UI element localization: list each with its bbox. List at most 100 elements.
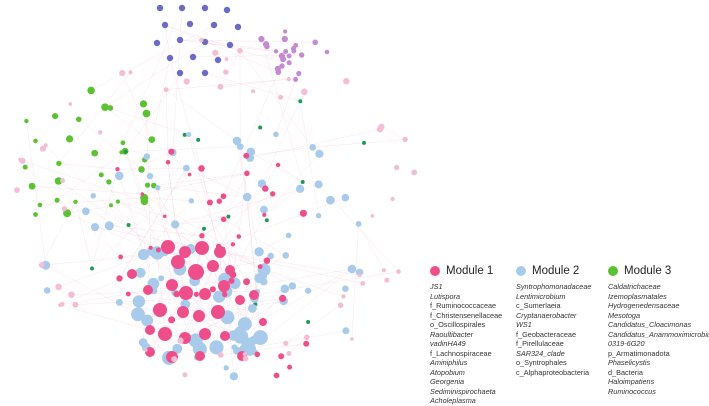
taxon-item: Mesotoga — [608, 311, 708, 321]
dark-green-node — [306, 320, 310, 324]
module-1-node — [161, 240, 175, 254]
peripheral-node — [223, 69, 228, 74]
co-occurrence-network — [0, 0, 430, 404]
taxon-item: Candidatus_Cloacimonas — [608, 320, 708, 330]
peripheral-node — [390, 197, 394, 201]
module-2-node — [356, 221, 362, 227]
module-1-node — [217, 199, 222, 204]
module-3-node — [138, 166, 145, 173]
module-1-node — [211, 305, 225, 319]
peripheral-node — [72, 302, 78, 308]
module-3-node — [38, 203, 43, 208]
violet-module-node — [282, 36, 288, 42]
peripheral-node — [384, 278, 389, 283]
purple-module-node — [187, 21, 193, 27]
module-1-node — [231, 242, 235, 246]
peripheral-node — [98, 130, 102, 134]
module-1-node — [153, 303, 167, 317]
module-1-node — [270, 191, 275, 196]
taxon-item: Sediminispirochaeta — [430, 387, 512, 397]
network-edge — [166, 90, 237, 141]
purple-module-node — [202, 5, 208, 11]
violet-module-node — [299, 52, 304, 57]
module-1-node — [168, 149, 174, 155]
dark-green-node — [226, 215, 230, 219]
module-1-node — [199, 233, 204, 238]
network-edge — [278, 165, 303, 182]
module-3-node — [140, 100, 147, 107]
network-edge — [193, 55, 302, 57]
peripheral-node — [60, 302, 65, 307]
module-2-node — [183, 165, 190, 172]
peripheral-node — [212, 50, 218, 56]
taxon-item: f_Lachnospiraceae — [430, 349, 512, 359]
taxon-item: o_Oscillospirales — [430, 320, 512, 330]
peripheral-node — [377, 126, 383, 132]
dark-green-node — [202, 227, 206, 231]
purple-module-node — [157, 5, 163, 11]
module-1-node — [229, 271, 236, 278]
module-3-node — [55, 198, 60, 203]
network-edge — [166, 90, 168, 163]
network-edge — [220, 79, 288, 87]
module-3-node — [73, 200, 77, 204]
purple-module-node — [167, 55, 173, 61]
network-edge — [126, 147, 241, 152]
peripheral-node — [396, 269, 401, 274]
module-1-node — [276, 163, 280, 167]
peripheral-node — [218, 352, 224, 358]
module-1-node — [279, 295, 286, 302]
violet-module-node — [274, 49, 278, 53]
module-1-node — [258, 264, 263, 269]
taxon-item: Syntrophomonadaceae — [516, 282, 608, 292]
module-1-node — [303, 341, 309, 347]
module-3-node — [101, 103, 109, 111]
module-3-node — [145, 183, 150, 188]
network-edge — [240, 147, 257, 292]
module-3-node — [121, 140, 126, 145]
module-2-dot — [516, 266, 526, 276]
dark-green-node — [298, 99, 302, 103]
module-1-node — [243, 153, 249, 159]
peripheral-node — [360, 281, 365, 286]
module-1-node — [262, 213, 266, 217]
violet-module-node — [287, 60, 292, 65]
module-1-node — [274, 373, 280, 379]
module-2-node — [171, 220, 179, 228]
violet-module-node — [258, 36, 264, 42]
dark-green-node — [124, 150, 128, 154]
module-2-node — [315, 150, 323, 158]
violet-module-node — [279, 53, 285, 59]
module-1-node — [207, 260, 219, 272]
network-edge — [359, 224, 384, 270]
module-1-label: Module 1 — [446, 265, 493, 277]
module-1-node — [210, 286, 216, 292]
network-edge — [165, 25, 278, 72]
taxon-item: Cryptanaerobacter — [516, 311, 608, 321]
peripheral-node — [350, 337, 354, 341]
network-edge — [259, 235, 289, 251]
purple-module-node — [235, 24, 241, 30]
module-2-node — [237, 143, 244, 150]
module-1-node — [171, 255, 185, 269]
dark-green-node — [362, 141, 366, 145]
module-2-node — [115, 172, 124, 181]
peripheral-node — [382, 268, 386, 272]
module-2-node — [238, 317, 252, 331]
taxon-item: Lutispora — [430, 292, 512, 302]
taxon-item: Atopobium — [430, 368, 512, 378]
network-edge — [313, 139, 405, 147]
module-1-node — [166, 279, 178, 291]
module-1-node — [158, 327, 172, 341]
purple-module-node — [202, 70, 208, 76]
purple-module-node — [215, 57, 221, 63]
module-1-node — [188, 173, 192, 177]
module-3-node — [56, 161, 61, 166]
peripheral-node — [217, 84, 223, 90]
module-1-node — [235, 295, 245, 305]
module-1-node — [198, 165, 205, 172]
module-3-node — [33, 139, 38, 144]
module-3-node — [143, 110, 151, 118]
module-1-node — [220, 331, 230, 341]
violet-module-node — [283, 29, 287, 33]
